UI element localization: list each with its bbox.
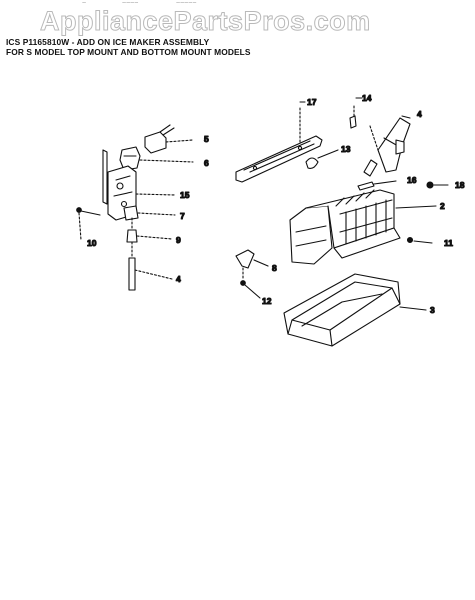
part-16-pin (357, 180, 397, 191)
callout-11: 11 (444, 238, 453, 248)
callout-10-left: 10 (87, 238, 97, 248)
callout-7: 7 (180, 211, 185, 221)
part-4-fill-tube-left (128, 241, 173, 291)
callout-17: 17 (307, 97, 317, 107)
callout-18: 18 (455, 180, 465, 190)
header-stub-3: ~~~~~ (176, 0, 197, 7)
callout-15: 15 (180, 190, 190, 200)
callout-6: 6 (204, 158, 209, 168)
diagram-title-line-2: FOR S MODEL TOP MOUNT AND BOTTOM MOUNT M… (6, 47, 251, 57)
diagram-title-line-1: ICS P1165810W - ADD ON ICE MAKER ASSEMBL… (6, 37, 210, 47)
callout-9: 9 (176, 235, 181, 245)
part-10-screw-left (76, 207, 101, 241)
part-17-mounting-bracket (235, 101, 323, 183)
callout-4-left: 4 (176, 274, 181, 284)
left-frame-bracket (102, 149, 176, 221)
callout-14: 14 (362, 93, 372, 103)
callout-4-right: 4 (417, 109, 422, 119)
callout-12: 12 (262, 296, 272, 306)
callout-5: 5 (204, 134, 209, 144)
part-3-ice-bucket (283, 273, 427, 347)
callout-13: 13 (341, 144, 351, 154)
part-2-ice-maker (289, 189, 437, 265)
callout-2: 2 (440, 201, 445, 211)
part-4-fill-tube-right (363, 115, 411, 177)
part-11-screw (406, 236, 433, 244)
header-stub-1: ~ (82, 0, 87, 7)
part-18-grommet (426, 181, 449, 189)
callout-16: 16 (407, 175, 417, 185)
part-8-bracket (235, 249, 269, 269)
part-12-screw (240, 267, 261, 299)
callout-3: 3 (430, 305, 435, 315)
part-7-valve-body (123, 205, 176, 221)
part-5-connector (144, 124, 194, 154)
callout-8: 8 (272, 263, 277, 273)
header-stub-2: ~~~~ (122, 0, 139, 7)
part-9-nut (126, 217, 173, 243)
part-6-solenoid (119, 146, 194, 171)
part-13-clip (305, 149, 339, 169)
part-14-screw-small (349, 97, 363, 129)
watermark: AppliancePartsPros.com (40, 6, 371, 37)
